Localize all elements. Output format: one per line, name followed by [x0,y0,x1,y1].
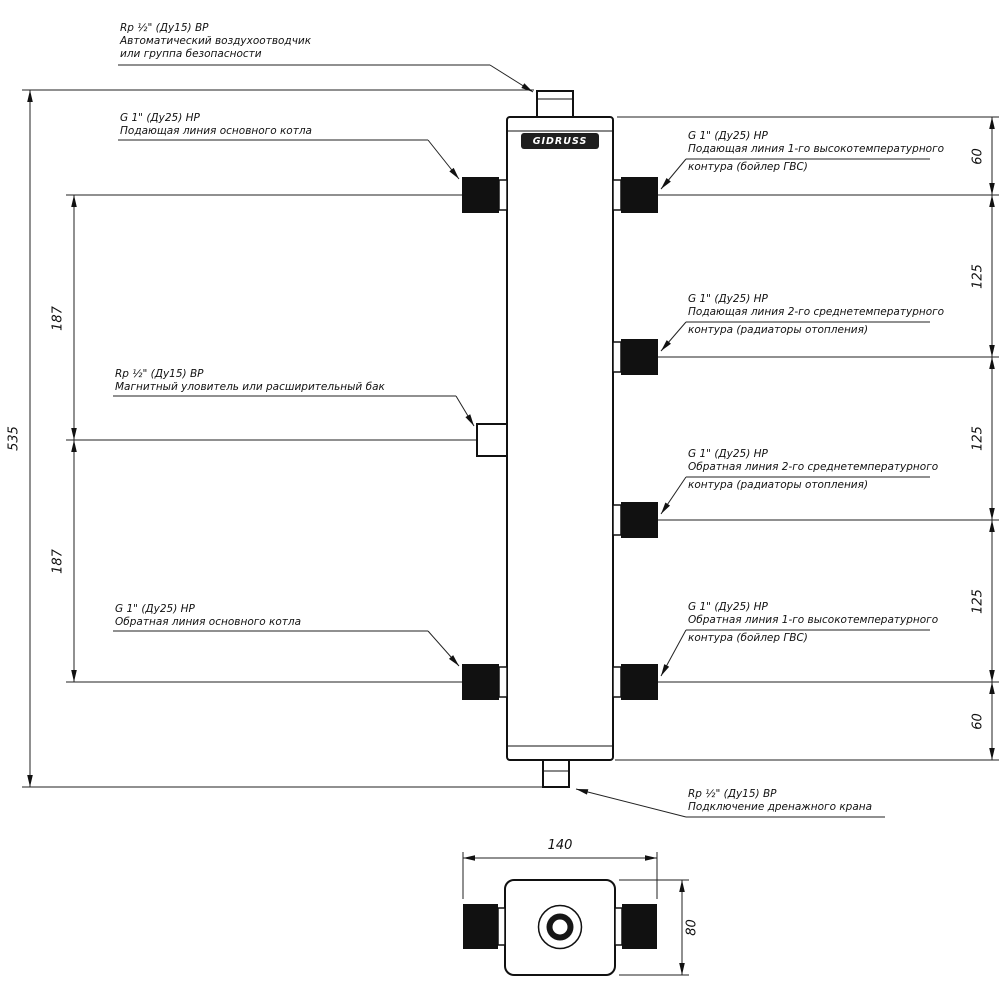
dim-bottom-depth-80: 80 [684,919,700,936]
callout-ht-return: G 1" (Ду25) НР Обратная линия 1-го высок… [688,601,938,645]
dim-left-187-lower: 187 [50,549,66,574]
dim-right-60-top: 60 [970,148,986,165]
callout-line: Обратная линия 2-го среднетемпературного [688,461,939,473]
callout-line: или группа безопасности [120,48,262,60]
callout-line: Подающая линия 2-го среднетемпературного [688,306,945,318]
port-left-supply [462,177,499,213]
port-right2 [621,339,658,375]
port-right2-collar [612,341,622,373]
callout-magnetic-trap: Rp ½" (Ду15) ВР Магнитный уловитель или … [115,368,385,394]
callout-boiler-return: G 1" (Ду25) НР Обратная линия основного … [115,603,301,629]
callout-line: контура (радиаторы отопления) [688,324,869,336]
dimension-lines [22,89,999,788]
port-left-return [462,664,499,700]
callout-line: Обратная линия основного котла [115,616,302,628]
callout-line: контура (бойлер ГВС) [688,632,808,644]
leader-arrow-mt-return [660,476,687,515]
callout-ht-supply: G 1" (Ду25) НР Подающая линия 1-го высок… [688,130,944,174]
leader-arrow-air-vent [489,64,534,93]
leader-arrow-mt-supply [660,321,687,352]
dim-right-125-3: 125 [970,589,986,614]
callout-drain: Rp ½" (Ду15) ВР Подключение дренажного к… [688,788,872,814]
callout-mt-supply: G 1" (Ду25) НР Подающая линия 2-го средн… [688,293,944,337]
callout-line: Обратная линия 1-го высокотемпературного [688,614,939,626]
callout-line: Rp ½" (Ду15) ВР [120,22,209,34]
callout-air-vent: Rp ½" (Ду15) ВР Автоматический воздухоот… [120,22,311,61]
top-port-stub [536,90,574,118]
callout-line: G 1" (Ду25) НР [688,130,768,142]
callout-line: Подключение дренажного крана [688,801,873,813]
callout-line: G 1" (Ду25) НР [688,448,768,460]
bottom-port-stub [542,759,570,788]
callout-line: Подающая линия 1-го высокотемпературного [688,143,945,155]
callout-line: G 1" (Ду25) НР [688,293,768,305]
callout-line: G 1" (Ду25) НР [115,603,195,615]
leader-arrow-boiler-supply [427,139,460,180]
leader-arrow-boiler-return [427,630,460,667]
port-right4 [621,664,658,700]
port-right3-collar [612,504,622,536]
leader-arrow-drain [575,788,687,818]
bottom-view-port-right-collar [614,907,623,946]
callout-line: Подающая линия основного котла [120,125,312,137]
callout-line: Автоматический воздухоотводчик [120,35,312,47]
leader-arrow-ht-return [660,629,687,677]
callout-line: контура (бойлер ГВС) [688,161,808,173]
dim-overall-535: 535 [6,426,22,451]
bottom-view-port-left-collar [497,907,506,946]
dim-right-125-1: 125 [970,264,986,289]
port-right4-collar [612,666,622,698]
brand-logo: GIDRUSS [521,133,599,149]
port-left-supply-collar [498,179,508,211]
dim-bottom-width-140: 140 [547,838,573,853]
bottom-view [462,852,689,976]
callout-line: Магнитный уловитель или расширительный б… [115,381,385,393]
dim-right-60-bottom: 60 [970,713,986,730]
port-left-middle [476,423,508,457]
callout-mt-return: G 1" (Ду25) НР Обратная линия 2-го средн… [688,448,938,492]
callout-line: Rp ½" (Ду15) ВР [688,788,777,800]
separator-body [506,116,614,761]
port-right1-collar [612,179,622,211]
dim-right-125-2: 125 [970,426,986,451]
callout-line: G 1" (Ду25) НР [120,112,200,124]
callout-boiler-supply: G 1" (Ду25) НР Подающая линия основного … [120,112,312,138]
port-right1 [621,177,658,213]
callout-line: Rp ½" (Ду15) ВР [115,368,204,380]
port-left-return-collar [498,666,508,698]
leader-arrow-magnetic-trap [455,395,475,427]
top-stub-circle-bore [552,919,568,935]
port-right3 [621,502,658,538]
dim-left-187-upper: 187 [50,306,66,331]
callout-line: G 1" (Ду25) НР [688,601,768,613]
callout-line: контура (радиаторы отопления) [688,479,869,491]
leader-lines [113,64,930,818]
leader-arrow-ht-supply [660,158,687,190]
bottom-view-port-right [622,904,657,949]
front-view [462,90,658,788]
bottom-view-port-left [463,904,498,949]
